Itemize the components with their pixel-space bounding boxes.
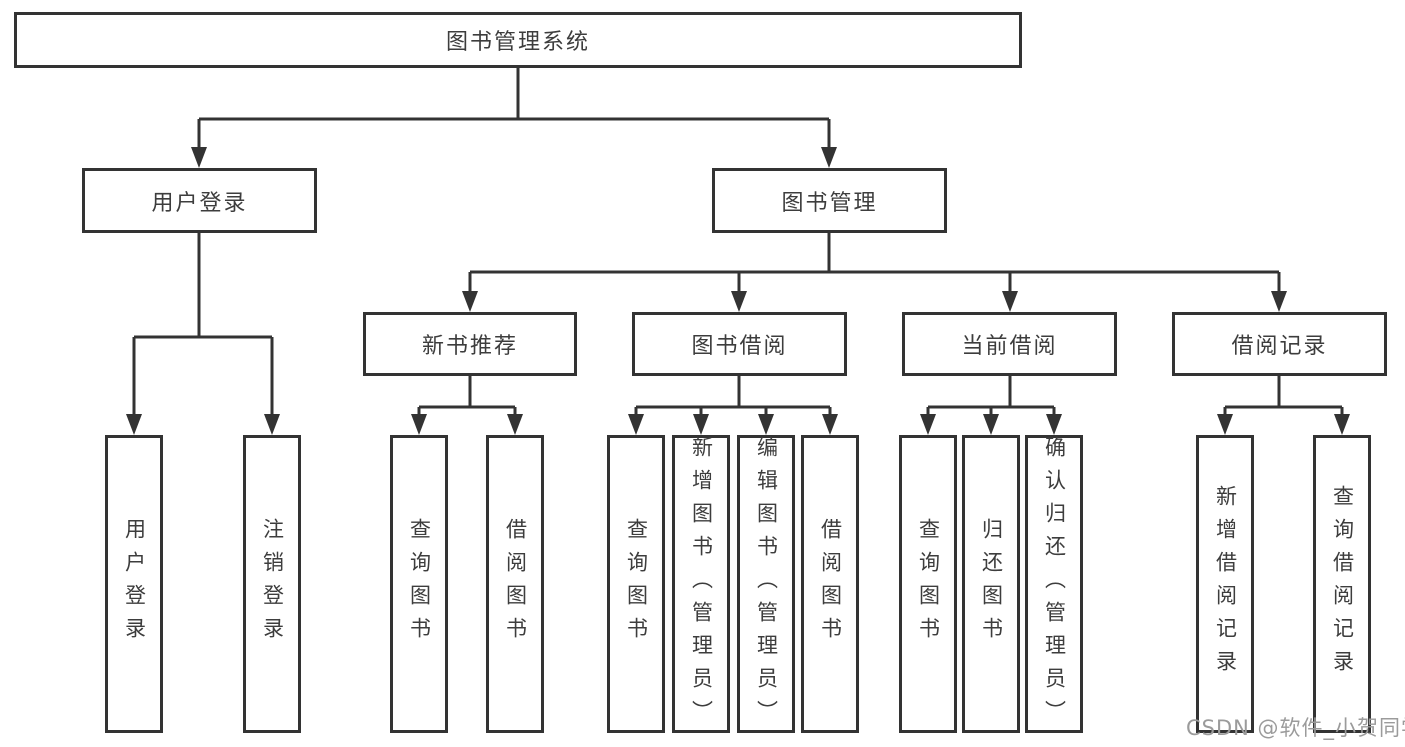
node-borrowing-records: 借阅记录 bbox=[1172, 312, 1387, 376]
node-new-book-recommendation: 新书推荐 bbox=[363, 312, 577, 376]
node-book-borrowing-label: 图书借阅 bbox=[691, 334, 788, 359]
leaf-add-books-admin-label: 新增图书（管理员） bbox=[689, 435, 714, 733]
node-current-borrowing-label: 当前借阅 bbox=[961, 334, 1058, 359]
leaf-query-books-recommend: 查询图书 bbox=[390, 435, 448, 733]
node-user-login: 用户登录 bbox=[82, 168, 317, 233]
leaf-query-books-current: 查询图书 bbox=[899, 435, 957, 733]
leaf-query-books-borrow: 查询图书 bbox=[607, 435, 665, 733]
leaf-query-borrow-record-label: 查询借阅记录 bbox=[1330, 485, 1355, 683]
connector-path bbox=[132, 68, 1344, 417]
leaf-confirm-return-admin-label: 确认归还（管理员） bbox=[1042, 435, 1067, 733]
leaf-add-books-admin: 新增图书（管理员） bbox=[672, 435, 730, 733]
node-new-book-recommendation-label: 新书推荐 bbox=[421, 334, 518, 359]
leaf-logout: 注销登录 bbox=[243, 435, 301, 733]
node-book-management: 图书管理 bbox=[712, 168, 947, 233]
leaf-query-borrow-record: 查询借阅记录 bbox=[1313, 435, 1371, 733]
leaf-query-books-borrow-label: 查询图书 bbox=[624, 518, 649, 650]
leaf-add-borrow-record: 新增借阅记录 bbox=[1196, 435, 1254, 733]
node-root: 图书管理系统 bbox=[14, 12, 1022, 68]
node-book-borrowing: 图书借阅 bbox=[632, 312, 847, 376]
leaf-query-books-recommend-label: 查询图书 bbox=[407, 518, 432, 650]
node-borrowing-records-label: 借阅记录 bbox=[1231, 334, 1328, 359]
leaf-edit-books-admin-label: 编辑图书（管理员） bbox=[754, 435, 779, 733]
leaf-edit-books-admin: 编辑图书（管理员） bbox=[737, 435, 795, 733]
arrowheads bbox=[126, 147, 1350, 435]
leaf-user-login-label: 用户登录 bbox=[122, 518, 147, 650]
leaf-user-login: 用户登录 bbox=[105, 435, 163, 733]
node-current-borrowing: 当前借阅 bbox=[902, 312, 1117, 376]
leaf-return-books: 归还图书 bbox=[962, 435, 1020, 733]
csdn-watermark: CSDN @软件_小贺同学 bbox=[1186, 716, 1405, 740]
leaf-add-borrow-record-label: 新增借阅记录 bbox=[1213, 485, 1238, 683]
leaf-borrow-books-label: 借阅图书 bbox=[818, 518, 843, 650]
leaf-logout-label: 注销登录 bbox=[260, 518, 285, 650]
node-user-login-label: 用户登录 bbox=[151, 190, 248, 216]
leaf-query-books-current-label: 查询图书 bbox=[916, 518, 941, 650]
node-root-label: 图书管理系统 bbox=[445, 30, 590, 55]
leaf-borrow-books: 借阅图书 bbox=[801, 435, 859, 733]
leaf-borrow-books-recommend: 借阅图书 bbox=[486, 435, 544, 733]
leaf-confirm-return-admin: 确认归还（管理员） bbox=[1025, 435, 1083, 733]
node-book-management-label: 图书管理 bbox=[781, 190, 878, 216]
leaf-borrow-books-recommend-label: 借阅图书 bbox=[503, 518, 528, 650]
leaf-return-books-label: 归还图书 bbox=[979, 518, 1004, 650]
